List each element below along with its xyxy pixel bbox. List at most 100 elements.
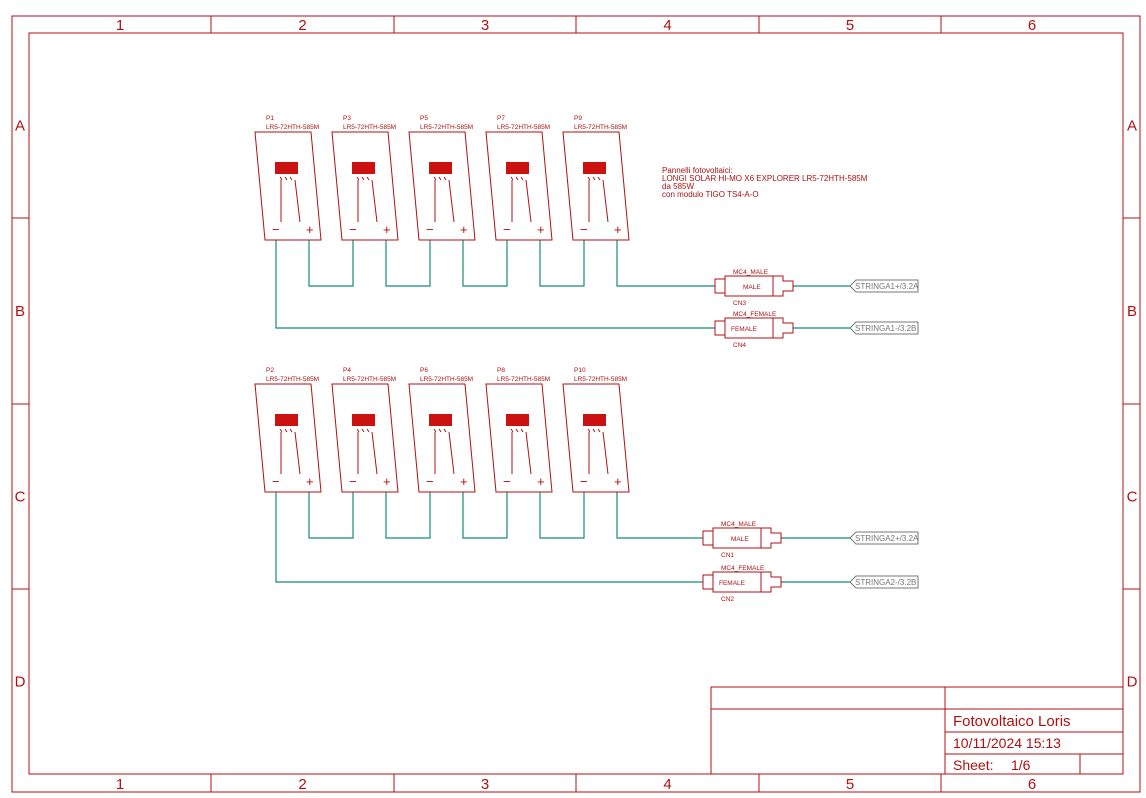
zone-column-label: 1: [116, 776, 124, 793]
zone-row-label: A: [1127, 118, 1137, 135]
panel-lead: [525, 431, 532, 475]
net-label-frame: [849, 575, 919, 589]
panel-lead: [515, 176, 519, 181]
panel-minus-terminal: −: [503, 474, 511, 489]
zone-row-label: D: [1127, 674, 1138, 691]
note-line: da 585W: [662, 182, 694, 191]
zone-column-label: 2: [298, 17, 306, 34]
connector-tab: [714, 320, 726, 336]
connector-inner-label: FEMALE: [719, 580, 746, 587]
panel-value: LR5-72HTH-585M: [574, 124, 627, 131]
series-wire: [308, 240, 354, 287]
net-label[interactable]: STRINGA2+/3.2A: [849, 531, 919, 545]
panel-lead: [356, 428, 360, 433]
zone-row-label: C: [15, 489, 26, 506]
connector-ref: CN3: [733, 300, 746, 307]
panel-lead: [438, 176, 442, 181]
connector-body: [712, 527, 762, 549]
string-positive-wire: [616, 240, 715, 287]
panel-lead: [587, 428, 591, 433]
zone-row-label: B: [1127, 303, 1137, 320]
panel-lead: [433, 428, 437, 433]
zone-column-label: 5: [846, 776, 854, 793]
zone-column-label: 2: [298, 776, 306, 793]
net-label-frame: [849, 321, 919, 335]
panel-lead: [371, 179, 378, 223]
zone-column-label: 3: [481, 776, 489, 793]
panel-plus-terminal: +: [383, 222, 391, 237]
series-wire: [539, 240, 585, 287]
series-wire: [308, 492, 354, 539]
panel-lead: [520, 428, 524, 433]
series-wire: [462, 492, 508, 539]
panel-value: LR5-72HTH-585M: [420, 376, 473, 383]
panel-plus-terminal: +: [614, 474, 622, 489]
connector-tab: [714, 278, 726, 294]
panel-lead: [510, 428, 514, 433]
panel-designator: P8: [497, 367, 505, 374]
panel-value: LR5-72HTH-585M: [343, 124, 396, 131]
connector-body: [724, 317, 774, 339]
panel-designator: P1: [266, 115, 274, 122]
panel-outline: [562, 383, 630, 493]
string-negative-wire: [275, 240, 715, 329]
panel-outline: [485, 131, 553, 241]
panel-lead: [371, 431, 378, 475]
panel-lead: [366, 176, 370, 181]
panel-designator: P6: [420, 367, 428, 374]
net-label[interactable]: STRINGA1+/3.2A: [849, 279, 919, 293]
pv-strings: P1LR5-72HTH-585M−+P3LR5-72HTH-585M−+P5LR…: [254, 115, 919, 603]
string-positive-wire: [616, 492, 703, 539]
panel-cell-block: [275, 162, 298, 174]
panel-note: Pannelli fotovoltaici: LONGI SOLAR HI-MO…: [662, 166, 868, 199]
panel-minus-terminal: −: [426, 474, 434, 489]
panel-minus-terminal: −: [272, 222, 280, 237]
panel-plus-terminal: +: [460, 222, 468, 237]
panel-outline: [485, 383, 553, 493]
panel-plus-terminal: +: [383, 474, 391, 489]
panel-designator: P7: [497, 115, 505, 122]
panel-value: LR5-72HTH-585M: [574, 376, 627, 383]
panel-lead: [289, 428, 293, 433]
net-label[interactable]: STRINGA2-/3.2B: [849, 575, 919, 589]
zone-row-label: A: [15, 118, 25, 135]
title-block: Fotovoltaico Loris 10/11/2024 15:13 Shee…: [710, 686, 1124, 775]
panel-lead: [361, 428, 365, 433]
net-label[interactable]: STRINGA1-/3.2B: [849, 321, 919, 335]
series-wire: [385, 240, 431, 287]
panel-lead: [602, 179, 609, 223]
panel-lead: [448, 179, 455, 223]
panel-outline: [254, 131, 322, 241]
connector-type: MC4_MALE: [733, 269, 769, 276]
connector-plug: [773, 317, 794, 339]
zone-column-label: 5: [846, 17, 854, 34]
panel-value: LR5-72HTH-585M: [266, 124, 319, 131]
panel-lead: [520, 176, 524, 181]
panel-lead: [433, 176, 437, 181]
panel-lead: [289, 176, 293, 181]
panel-outline: [331, 131, 399, 241]
series-wire: [539, 492, 585, 539]
panel-lead: [448, 431, 455, 475]
string-negative-wire: [275, 492, 703, 583]
panel-lead: [279, 176, 283, 181]
zone-row-label: C: [1127, 489, 1138, 506]
panel-plus-terminal: +: [306, 474, 314, 489]
note-line: con modulo TIGO TS4-A-O: [662, 190, 759, 199]
connector-type: MC4_MALE: [721, 521, 757, 528]
